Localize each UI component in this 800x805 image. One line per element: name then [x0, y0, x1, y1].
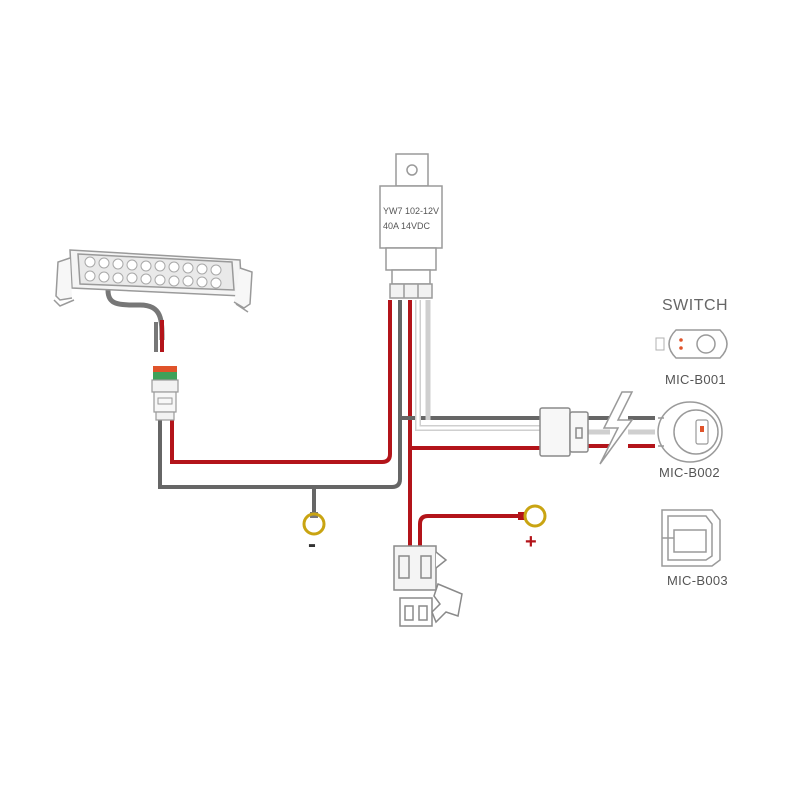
relay-label-line2: 40A 14VDC: [383, 221, 431, 231]
ring-terminal-icon-positive: [518, 504, 547, 528]
fuse-holder-icon: [393, 545, 463, 627]
battery-positive-wire: [418, 514, 522, 548]
light-bar-pigtail: [105, 289, 165, 352]
power-wire-red: [170, 300, 392, 464]
lightning-icon: [599, 391, 634, 465]
dt-connector-icon: [151, 366, 179, 421]
ground-wire-grey: [158, 300, 402, 489]
ground-symbol: -: [308, 531, 316, 558]
switch-harness: [402, 300, 655, 450]
switch-mic-b002-icon: [657, 401, 723, 463]
switch-connector-icon: [539, 407, 589, 457]
switch-mic-b001-icon: [655, 329, 728, 359]
relay-icon: [379, 153, 443, 299]
switch-model-label: MIC-B003: [667, 573, 728, 588]
battery-positive-symbol: +: [525, 531, 537, 553]
light-bar-leds: [84, 256, 222, 289]
relay-label-line1: YW7 102-12V: [383, 206, 440, 216]
switch-model-label: MIC-B002: [659, 465, 720, 480]
switch-title: SWITCH: [662, 297, 729, 314]
switch-mic-b003-icon: [661, 509, 721, 567]
ring-terminal-icon-ground: [302, 512, 326, 536]
switch-model-label: MIC-B001: [665, 372, 726, 387]
light-bar-icon: [53, 249, 253, 313]
